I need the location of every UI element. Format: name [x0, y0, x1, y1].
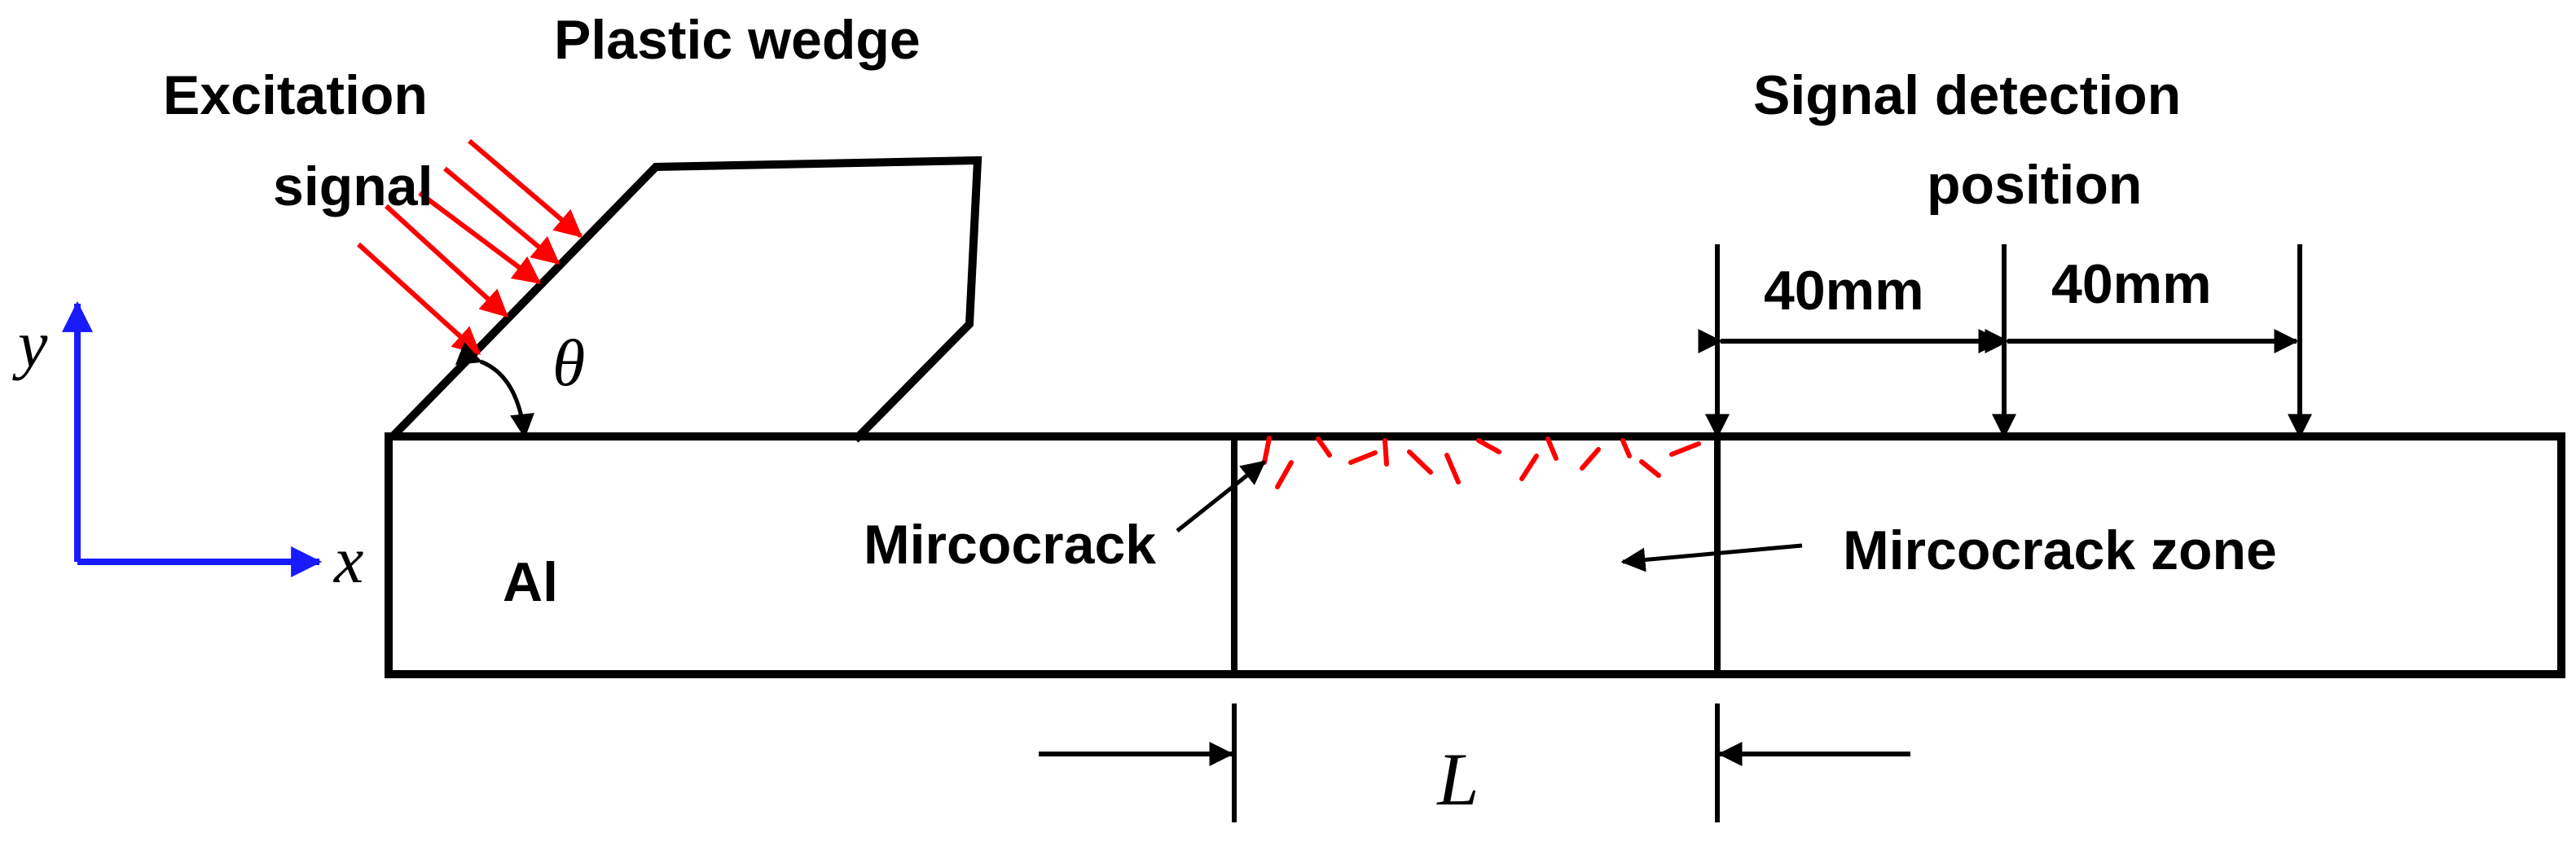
- signal-detection-label-line2: position: [1927, 154, 2142, 216]
- y-axis-label: y: [12, 307, 48, 381]
- coordinate-axes: [62, 300, 323, 577]
- signal-detection-label-line1: Signal detection: [1753, 64, 2181, 126]
- spacing-label-2: 40mm: [2051, 253, 2212, 315]
- spacing-label-1: 40mm: [1764, 260, 1924, 322]
- microcrack-label: Mircocrack: [864, 514, 1156, 576]
- x-axis-label: x: [333, 523, 363, 597]
- aluminium-plate: [385, 432, 2565, 678]
- microcrack-zone-leader-arrow: [1620, 543, 1803, 572]
- angle-arc: [455, 341, 534, 439]
- length-label: L: [1435, 738, 1479, 821]
- microcracks: [1262, 436, 1701, 489]
- angle-label: θ: [552, 326, 585, 400]
- excitation-label-line2: signal: [273, 156, 433, 217]
- plastic-wedge: [389, 156, 982, 443]
- plastic-wedge-label: Plastic wedge: [554, 9, 921, 71]
- length-dimension: [1039, 704, 1910, 822]
- microcrack-zone-label: Mircocrack zone: [1843, 519, 2277, 581]
- excitation-signal-arrows: [356, 138, 583, 356]
- excitation-label-line1: Excitation: [163, 64, 428, 126]
- microcrack-leader-arrow: [1176, 460, 1266, 533]
- material-label: Al: [503, 551, 558, 613]
